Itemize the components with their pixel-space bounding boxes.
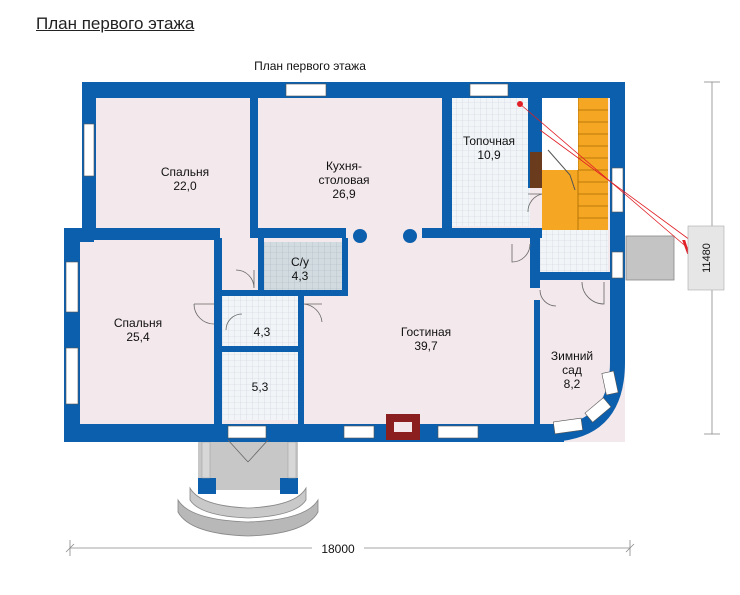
room-bedroom-1-area: 22,0 [173,179,197,193]
room-winter-garden-name-1: Зимний [551,349,593,363]
winter-garden-floor [540,278,610,432]
staircase [542,98,608,230]
room-living-name: Гостиная [401,325,451,339]
room-hall-area: 4,3 [254,325,271,339]
fireplace [386,414,420,440]
room-closet-area: 5,3 [252,380,269,394]
room-kitchen-name-1: Кухня- [326,159,362,173]
room-bedroom-2-area: 25,4 [126,330,150,344]
height-dimension-label: 11480 [701,243,713,273]
width-dimension: 18000 [65,540,635,556]
room-winter-garden-area: 8,2 [564,377,581,391]
watermark-lines [519,103,691,251]
room-boiler-name: Топочная [463,134,515,148]
room-kitchen-name-2: столовая [319,173,370,187]
room-bedroom-1-name: Спальня [161,165,209,179]
room-wc-name: С/у [291,255,309,269]
width-dimension-label: 18000 [321,542,355,556]
corridor-floor [530,228,608,278]
room-wc-area: 4,3 [292,269,309,283]
room-labels: Спальня 22,0 Кухня- столовая 26,9 Топочн… [114,134,593,394]
room-living-area: 39,7 [414,339,438,353]
height-dimension: 11480 [687,81,725,435]
room-boiler-area: 10,9 [477,148,501,162]
porch [177,440,319,537]
boiler-room-floor [450,98,530,226]
hall-floor [220,296,300,348]
room-bedroom-2-name: Спальня [114,316,162,330]
page-heading: План первого этажа [36,14,195,33]
plan-title: План первого этажа [254,59,366,73]
room-kitchen-area: 26,9 [332,187,356,201]
doors [193,193,605,463]
side-entrance [625,235,675,281]
windows [65,83,624,439]
closet-floor [220,352,300,420]
wc-floor [264,242,342,292]
room-winter-garden-name-2: сад [562,363,582,377]
